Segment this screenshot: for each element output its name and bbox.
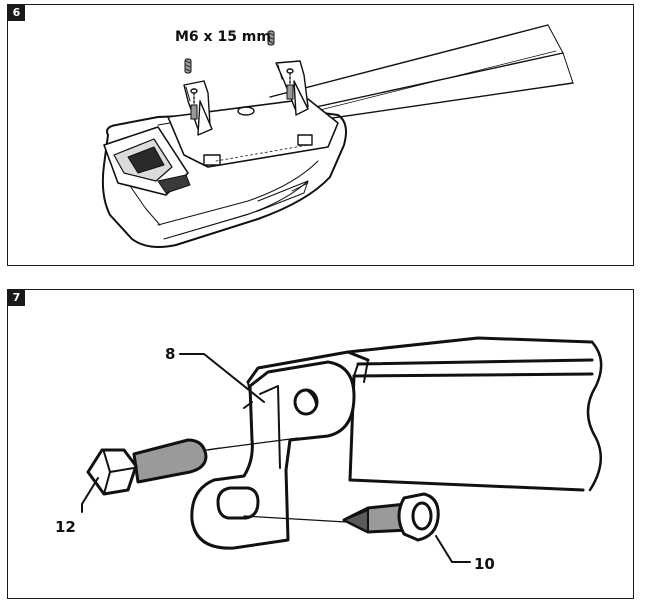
rail-end	[246, 336, 603, 492]
mounting-plate	[167, 98, 339, 168]
screw-right	[267, 30, 294, 100]
bracket-callout: 8	[165, 345, 176, 363]
screw-left	[184, 58, 198, 120]
leader-lines	[81, 353, 471, 563]
motor-unit-mounting-illustration	[101, 24, 574, 248]
bolt-10	[243, 492, 440, 542]
bracket-assembly-illustration	[81, 336, 603, 563]
screw-spec-label: M6 x 15 mm	[175, 29, 271, 45]
bracket-8	[190, 360, 356, 550]
step-6-badge: 6	[8, 5, 25, 21]
step-7-panel: 7 8 12 10	[7, 289, 634, 599]
pin-12	[86, 437, 299, 496]
pin-callout: 12	[55, 518, 76, 536]
rail	[269, 24, 574, 124]
bolt-callout: 10	[474, 555, 495, 573]
step-7-badge: 7	[8, 290, 25, 306]
step-6-panel: 6 M6 x 15 mm	[7, 4, 634, 266]
